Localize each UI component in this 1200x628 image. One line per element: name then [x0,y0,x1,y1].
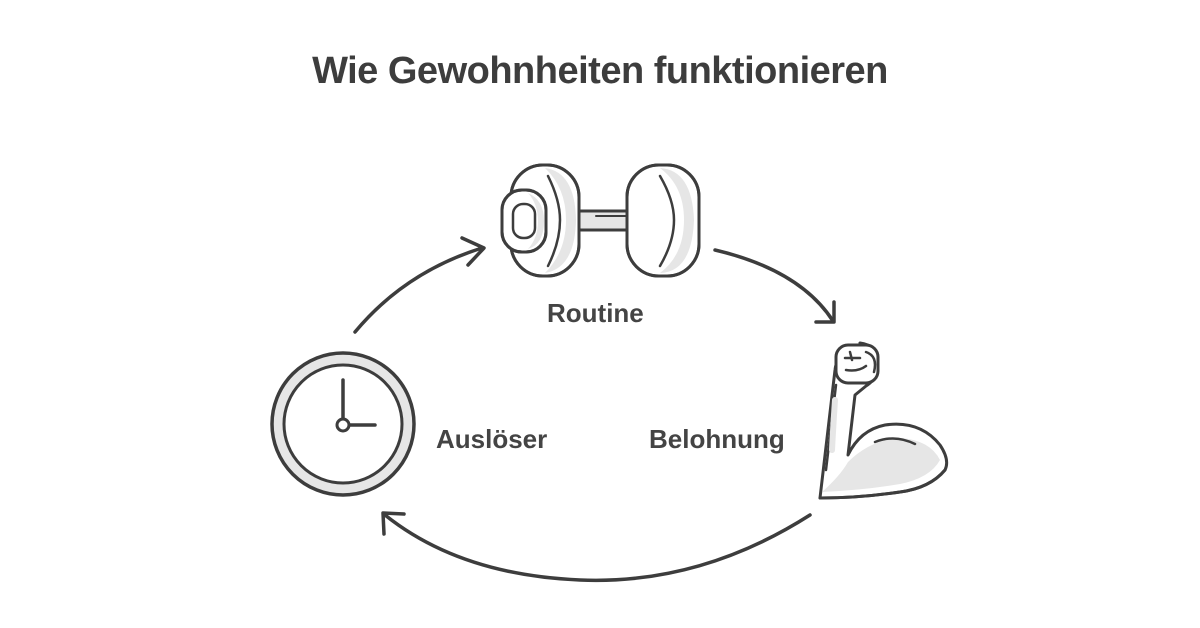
dumbbell-icon [500,163,701,278]
stage-label-routine: Routine [547,298,644,328]
clock-icon [270,351,416,497]
stage-label-reward: Belohnung [649,424,785,454]
stage-label-trigger: Auslöser [436,424,548,454]
arrow-trigger-to-routine [353,236,486,334]
diagram-title: Wie Gewohnheiten funktionieren [312,50,888,92]
flexed-arm-icon [818,341,949,500]
arrow-routine-to-reward [713,248,836,324]
arrow-reward-to-trigger [381,511,812,583]
